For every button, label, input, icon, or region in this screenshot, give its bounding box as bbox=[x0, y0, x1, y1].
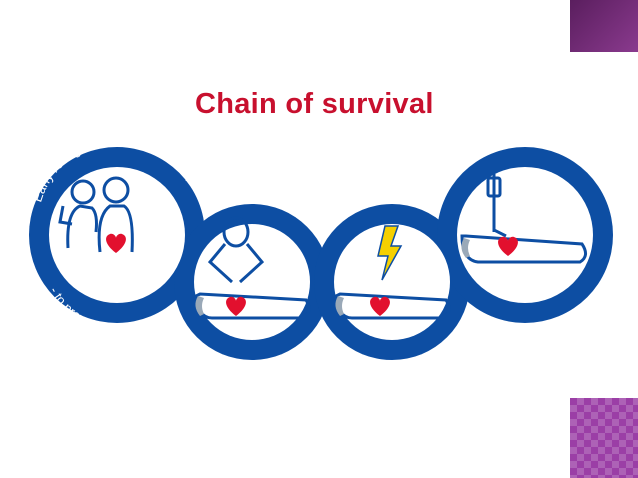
heart-icon-2 bbox=[226, 296, 246, 316]
callers-icon bbox=[58, 176, 134, 253]
slide-accent-top bbox=[570, 0, 638, 52]
link-3-bottom-label: - to restart the heart bbox=[343, 367, 447, 405]
lightning-bolt-icon bbox=[377, 225, 403, 281]
link-2-top-label: Early CPR bbox=[212, 147, 279, 177]
slide-accent-bottom bbox=[570, 398, 638, 478]
heart-icon-3 bbox=[370, 296, 390, 316]
link-3-top-label: Early Defibrillation bbox=[335, 156, 443, 200]
heart-icon-4 bbox=[498, 236, 518, 256]
heart-icon-1 bbox=[106, 233, 126, 253]
diagram-title: Chain of survival bbox=[195, 88, 434, 120]
defibrillation-icon bbox=[334, 225, 451, 320]
chain-links bbox=[29, 147, 613, 360]
